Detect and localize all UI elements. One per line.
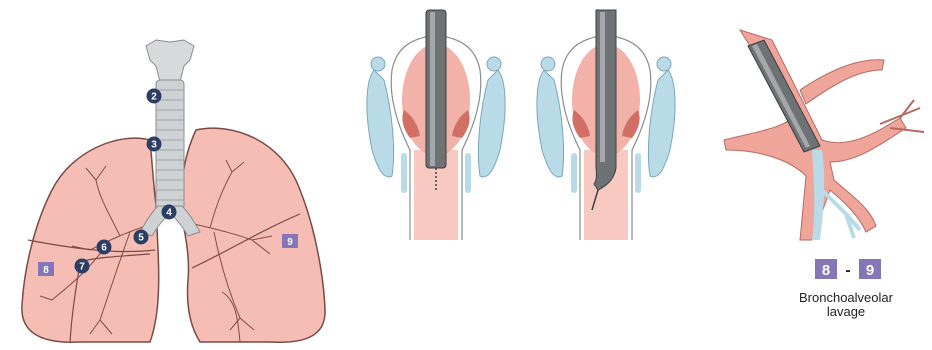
bronchial-branch-illustration	[724, 30, 924, 240]
lungs-illustration: 2 3 4 5 6 7 8 9	[22, 40, 325, 342]
arytenoid-left	[367, 70, 394, 177]
cartilage-knob-right-2	[657, 57, 671, 71]
cartilage-knob-right	[487, 57, 501, 71]
svg-text:5: 5	[138, 233, 144, 244]
station-badge-5: 5	[134, 230, 149, 245]
bronchoscope-tube-straight	[426, 10, 446, 168]
station-badge-2: 2	[147, 89, 162, 104]
station-badge-6: 6	[97, 240, 112, 255]
arytenoid-right-2	[648, 70, 675, 177]
larynx-angled-tube-illustration	[537, 10, 675, 240]
station-badge-3: 3	[147, 137, 162, 152]
svg-text:6: 6	[101, 243, 107, 254]
bal-legend: 8 - 9 Bronchoalveolar lavage	[799, 259, 894, 319]
bal-caption-line1: Bronchoalveolar	[799, 290, 894, 305]
svg-text:9: 9	[287, 237, 293, 248]
svg-text:3: 3	[151, 140, 157, 151]
svg-text:9: 9	[866, 262, 874, 279]
svg-text:7: 7	[79, 262, 85, 273]
svg-text:2: 2	[151, 92, 157, 103]
larynx-straight-tube-illustration	[367, 10, 505, 240]
bronchus-upper-branch	[800, 60, 884, 104]
station-badge-8: 8	[38, 262, 54, 276]
arytenoid-right	[478, 70, 505, 177]
station-badge-4: 4	[162, 205, 177, 220]
station-badge-9: 9	[282, 234, 298, 248]
tube-highlight-2	[600, 12, 605, 162]
larynx-cap	[146, 40, 194, 82]
left-lung	[181, 128, 325, 342]
station-badge-7: 7	[75, 259, 90, 274]
bal-caption-line2: lavage	[827, 304, 865, 319]
cartilage-knob-left-2	[541, 57, 555, 71]
bal-badge-from: 8	[815, 259, 837, 279]
bal-separator: -	[845, 262, 850, 279]
arytenoid-left-2	[537, 70, 564, 177]
svg-text:4: 4	[166, 208, 172, 219]
bal-badge-to: 9	[859, 259, 881, 279]
tube-highlight	[430, 12, 435, 166]
svg-text:8: 8	[822, 262, 830, 279]
svg-text:8: 8	[43, 265, 49, 276]
cartilage-knob-left	[371, 57, 385, 71]
